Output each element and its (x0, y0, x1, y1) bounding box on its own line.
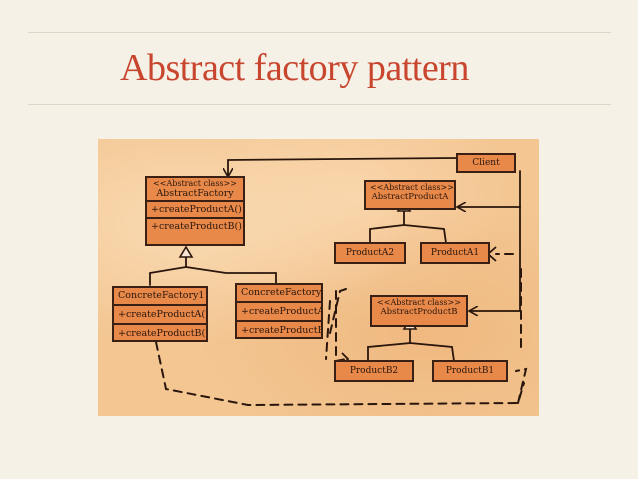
factory2-to-a2-line (325, 300, 331, 360)
product-a2-label: ProductA2 (345, 248, 395, 258)
product-b1-box: ProductB1 (432, 360, 508, 382)
client-to-factory-line (228, 157, 457, 176)
factory-inherit-line-2 (185, 266, 277, 286)
factory-inherit-triangle (178, 245, 194, 258)
product-a1-box: ProductA1 (420, 242, 490, 264)
product-a2-box: ProductA2 (334, 242, 406, 264)
product-a1-label: ProductA1 (430, 248, 480, 258)
abstract-product-a-name: AbstractProductA (371, 192, 449, 202)
abstract-factory-op-b: +createProductB() (147, 217, 243, 234)
abstract-factory-name: AbstractFactory (156, 188, 234, 199)
top-divider (28, 32, 611, 33)
abstract-product-a-box: <<Abstract class>> AbstractProductA (364, 180, 456, 210)
factory-inherit-line-1 (149, 254, 187, 286)
abstract-product-b-name: AbstractProductB (380, 307, 458, 317)
client-box: Client (456, 153, 516, 173)
client-label: Client (472, 158, 500, 168)
client-to-product-a-line (458, 170, 521, 207)
concrete-factory-2-op-b: +createProductB() (237, 320, 321, 339)
uml-diagram: Client <<Abstract class>> AbstractFactor… (98, 139, 539, 416)
concrete-factory-1-op-b: +createProductB() (114, 323, 206, 342)
product-b-inherit-line-2 (409, 342, 455, 362)
product-b-inherit-line-1 (367, 326, 411, 362)
abstract-factory-stereotype: <<Abstract class>> (153, 179, 237, 188)
product-a-inherit-line-2 (403, 224, 447, 244)
abstract-product-a-stereotype: <<Abstract class>> (370, 183, 454, 192)
title-divider (28, 104, 611, 105)
concrete-factory-1-name: ConcreteFactory1 (118, 290, 205, 301)
product-b2-label: ProductB2 (349, 366, 399, 376)
page-title: Abstract factory pattern (120, 47, 469, 89)
concrete-factory-2-name: ConcreteFactory2 (241, 287, 321, 298)
factory2-dependency-line (329, 288, 347, 334)
abstract-factory-box: <<Abstract class>> AbstractFactory +crea… (145, 176, 245, 246)
factory1-to-b1-line (515, 367, 528, 404)
concrete-factory-1-op-a: +createProductA() (114, 304, 206, 323)
abstract-factory-op-a: +createProductA() (147, 200, 243, 217)
abstract-product-b-stereotype: <<Abstract class>> (377, 298, 461, 307)
product-b1-label: ProductB1 (445, 366, 495, 376)
product-a-inherit-line-1 (369, 208, 405, 244)
concrete-factory-2-op-a: +createProductA() (237, 301, 321, 320)
concrete-factory-1-box: ConcreteFactory1 +createProductA() +crea… (112, 286, 208, 342)
concrete-factory-2-box: ConcreteFactory2 +createProductA() +crea… (235, 283, 323, 339)
product-b2-box: ProductB2 (334, 360, 414, 382)
abstract-product-b-box: <<Abstract class>> AbstractProductB (370, 295, 468, 327)
